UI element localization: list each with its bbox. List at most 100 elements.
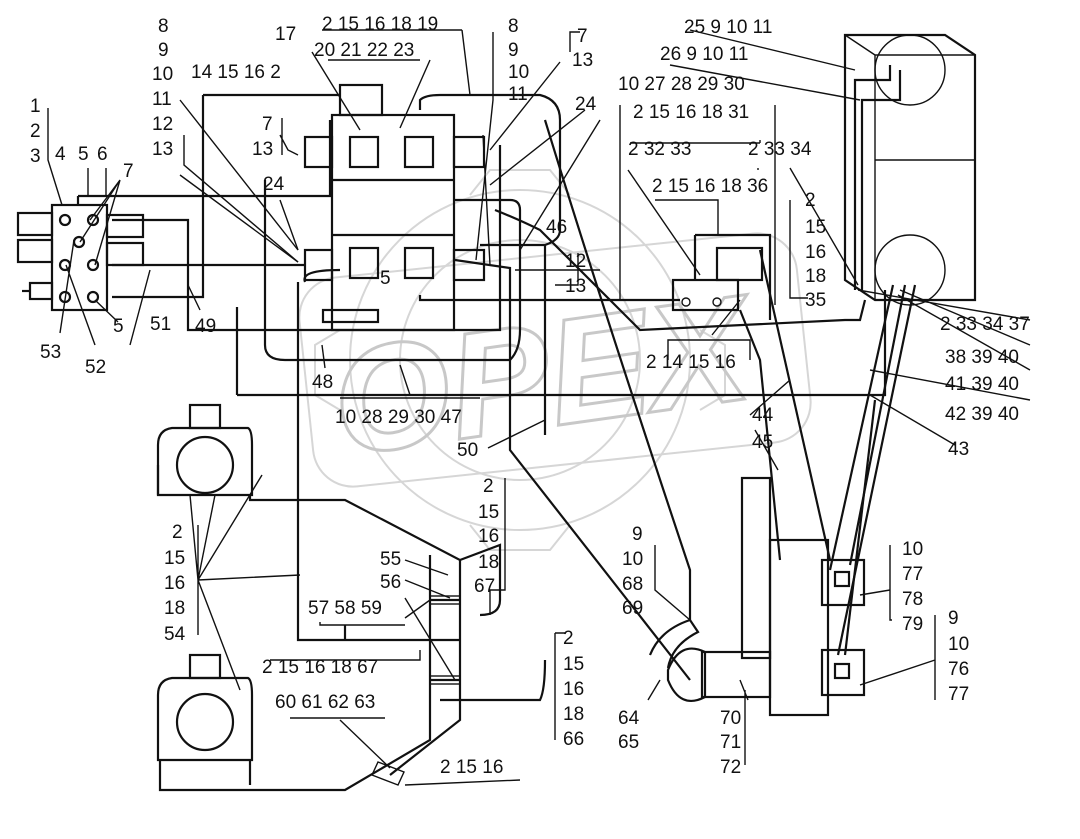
callout-c24b: 24 xyxy=(575,94,597,115)
callout-g1415162: 14 15 16 2 xyxy=(191,62,281,83)
callout-g23334: 2 33 34 xyxy=(748,139,812,160)
callout-c52: 52 xyxy=(85,357,106,378)
callout-c70: 70 xyxy=(720,708,741,729)
callout-v77b: 77 xyxy=(948,684,969,705)
callout-v2d: 2 xyxy=(563,628,574,649)
callout-c4: 4 xyxy=(55,144,66,165)
callout-c7b: 7 xyxy=(262,114,273,135)
callout-c46: 46 xyxy=(546,217,567,238)
callout-c45: 45 xyxy=(752,432,773,453)
callout-c44: 44 xyxy=(752,405,774,426)
callout-v79: 79 xyxy=(902,614,923,635)
callout-g25: 25 9 10 11 xyxy=(684,17,772,38)
callout-v54: 54 xyxy=(164,624,186,645)
callout-c6: 6 xyxy=(97,144,108,165)
callout-c51: 51 xyxy=(150,314,171,335)
callout-v10e: 10 xyxy=(948,634,969,655)
callout-v76: 76 xyxy=(948,659,969,680)
wheel-cylinders xyxy=(156,403,254,762)
callout-c72: 72 xyxy=(720,757,741,778)
central-block xyxy=(303,83,486,332)
callout-v2c: 2 xyxy=(172,522,183,543)
callout-v18d: 18 xyxy=(563,704,584,725)
callout-g383940: 38 39 40 xyxy=(945,347,1019,368)
callout-v16b: 16 xyxy=(478,526,499,547)
callout-v15c: 15 xyxy=(164,548,185,569)
callout-c11a: 11 xyxy=(152,89,172,110)
callout-c56: 56 xyxy=(380,572,401,593)
callout-g575859: 57 58 59 xyxy=(308,598,382,619)
callout-c5c: 5 xyxy=(380,268,391,289)
callout-c1: 1 xyxy=(30,96,41,117)
callout-c13c: 13 xyxy=(572,50,593,71)
callout-v66: 66 xyxy=(563,729,584,750)
callout-v77a: 77 xyxy=(902,564,923,585)
callout-c24a: 24 xyxy=(263,174,285,195)
callout-g26: 26 9 10 11 xyxy=(660,44,748,65)
callout-g413940: 41 39 40 xyxy=(945,374,1019,395)
callout-g2151618: 2 15 16 18 19 xyxy=(322,14,438,35)
callout-v16c: 16 xyxy=(164,573,185,594)
callout-c43: 43 xyxy=(948,439,969,460)
callout-c64: 64 xyxy=(618,708,640,729)
callout-c10b: 10 xyxy=(508,62,529,83)
radiator-unit xyxy=(843,33,977,306)
callout-c8b: 8 xyxy=(508,16,519,37)
callout-c48: 48 xyxy=(312,372,333,393)
callout-c13d: 13 xyxy=(565,276,586,297)
callout-v10c: 10 xyxy=(622,549,643,570)
callout-v68: 68 xyxy=(622,574,643,595)
callout-g215161831: 2 15 16 18 31 xyxy=(633,102,749,123)
leader-lines xyxy=(47,29,1031,786)
callout-g23233: 2 32 33 xyxy=(628,139,691,160)
callout-c5b: 5 xyxy=(113,316,124,337)
callout-c71: 71 xyxy=(720,732,741,753)
callout-c9b: 9 xyxy=(508,40,519,61)
callout-v10d: 10 xyxy=(902,539,923,560)
callout-c8a: 8 xyxy=(158,16,169,37)
callout-v15b: 15 xyxy=(478,502,499,523)
callout-v18c: 18 xyxy=(164,598,185,619)
callout-v15d: 15 xyxy=(563,654,584,675)
callout-g21516: 2 15 16 xyxy=(440,757,503,778)
callout-v35: 35 xyxy=(805,290,826,311)
callout-c50: 50 xyxy=(457,440,478,461)
callout-v16a: 16 xyxy=(805,242,826,263)
callout-c7: 7 xyxy=(123,161,134,182)
callout-c12a: 12 xyxy=(152,114,173,135)
callout-g20212223: 20 21 22 23 xyxy=(314,40,414,61)
callout-v15a: 15 xyxy=(805,217,826,238)
callout-c65: 65 xyxy=(618,732,639,753)
callout-v2b: 2 xyxy=(483,476,494,497)
callout-c10a: 10 xyxy=(152,64,173,85)
callout-g60616263: 60 61 62 63 xyxy=(275,692,375,713)
callout-g2141516: 2 14 15 16 xyxy=(646,352,736,373)
pump-motor xyxy=(648,476,866,717)
callout-c11b: 11 xyxy=(508,84,528,105)
callout-c12b: 12 xyxy=(565,251,586,272)
pipe-network xyxy=(76,65,917,792)
callout-c2: 2 xyxy=(30,121,41,142)
callout-c13a: 13 xyxy=(152,139,173,160)
callout-g1027: 10 27 28 29 30 xyxy=(618,74,745,95)
callout-g215161836: 2 15 16 18 36 xyxy=(652,176,768,197)
callout-v67: 67 xyxy=(474,576,495,597)
callout-g1028: 10 28 29 30 47 xyxy=(335,407,462,428)
callout-v16d: 16 xyxy=(563,679,584,700)
callout-v2a: 2 xyxy=(805,190,816,211)
callout-c55: 55 xyxy=(380,549,401,570)
filter-unit xyxy=(671,246,764,312)
callout-c17: 17 xyxy=(275,24,296,45)
callout-c53: 53 xyxy=(40,342,61,363)
callout-c3: 3 xyxy=(30,146,41,167)
callout-c13b: 13 xyxy=(252,139,273,160)
callout-c5: 5 xyxy=(78,144,89,165)
callout-v18a: 18 xyxy=(805,266,826,287)
callout-v18b: 18 xyxy=(478,552,499,573)
callout-v78: 78 xyxy=(902,589,923,610)
callout-g423940: 42 39 40 xyxy=(945,404,1019,425)
callout-c9a: 9 xyxy=(158,40,169,61)
